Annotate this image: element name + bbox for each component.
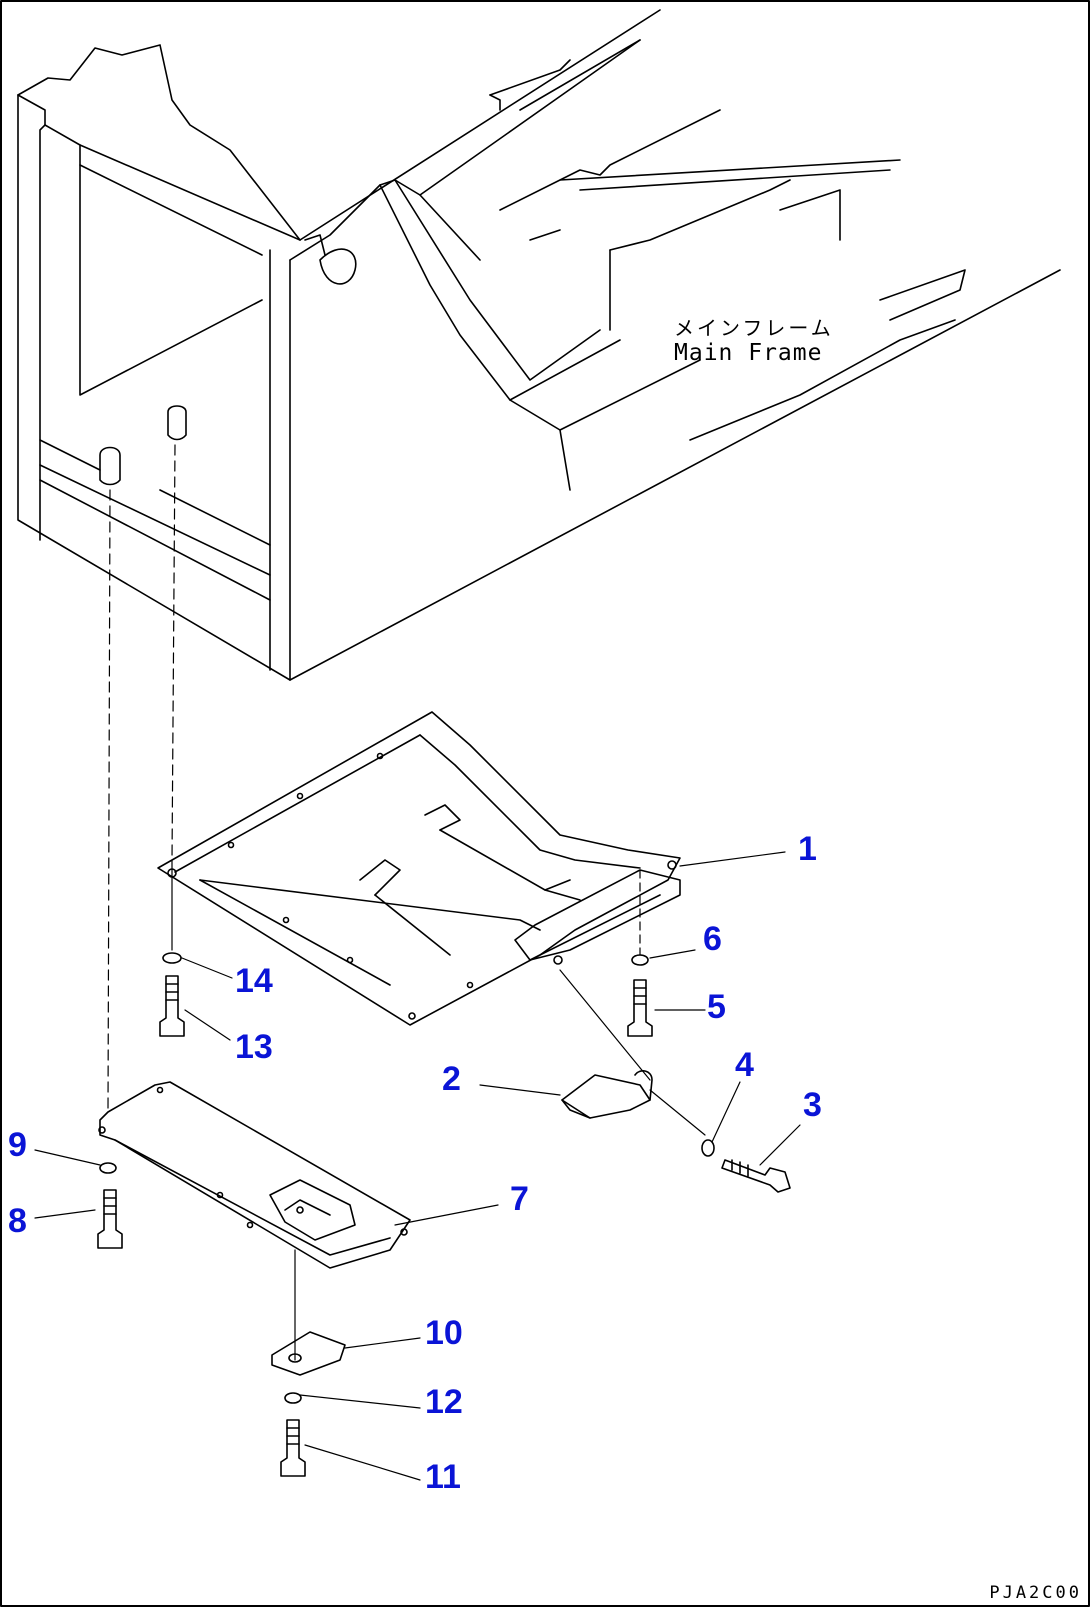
washer-part-14 [162,952,182,964]
washer-part-9 [99,1162,117,1174]
callout-7: 7 [510,1180,529,1218]
callout-3: 3 [803,1086,822,1124]
callout-11: 11 [425,1458,461,1496]
bolt-part-8 [97,1189,123,1249]
drawing-code: PJA2C00 [989,1583,1082,1603]
callout-6: 6 [703,920,722,958]
washer-part-6 [631,954,649,966]
callout-14: 14 [235,962,273,1000]
frame-dowels [99,405,187,486]
bolt-part-3 [721,1159,791,1193]
under-cover-part-1 [157,711,681,1026]
callout-2: 2 [442,1060,461,1098]
hinge-bracket-part-2 [559,969,706,1136]
bolt-part-5 [627,979,653,1037]
callout-10: 10 [425,1314,463,1352]
main-frame-label: Main Frame [674,340,823,366]
callout-12: 12 [425,1383,463,1421]
callout-1: 1 [798,830,817,868]
callout-4: 4 [735,1046,754,1084]
callout-13: 13 [235,1028,273,1066]
plate-part-10 [271,1331,346,1376]
leader-lines [34,851,801,1481]
callout-8: 8 [8,1202,27,1240]
cover-plate-part-7 [98,1081,411,1269]
washer-part-12 [284,1392,302,1404]
bolt-part-13 [159,975,185,1037]
callout-5: 5 [707,988,726,1026]
washer-part-4 [701,1139,715,1157]
bolt-part-11 [280,1419,306,1477]
main-frame [17,9,1061,681]
callout-9: 9 [8,1126,27,1164]
main-frame-label-japanese: メインフレーム [674,316,834,340]
